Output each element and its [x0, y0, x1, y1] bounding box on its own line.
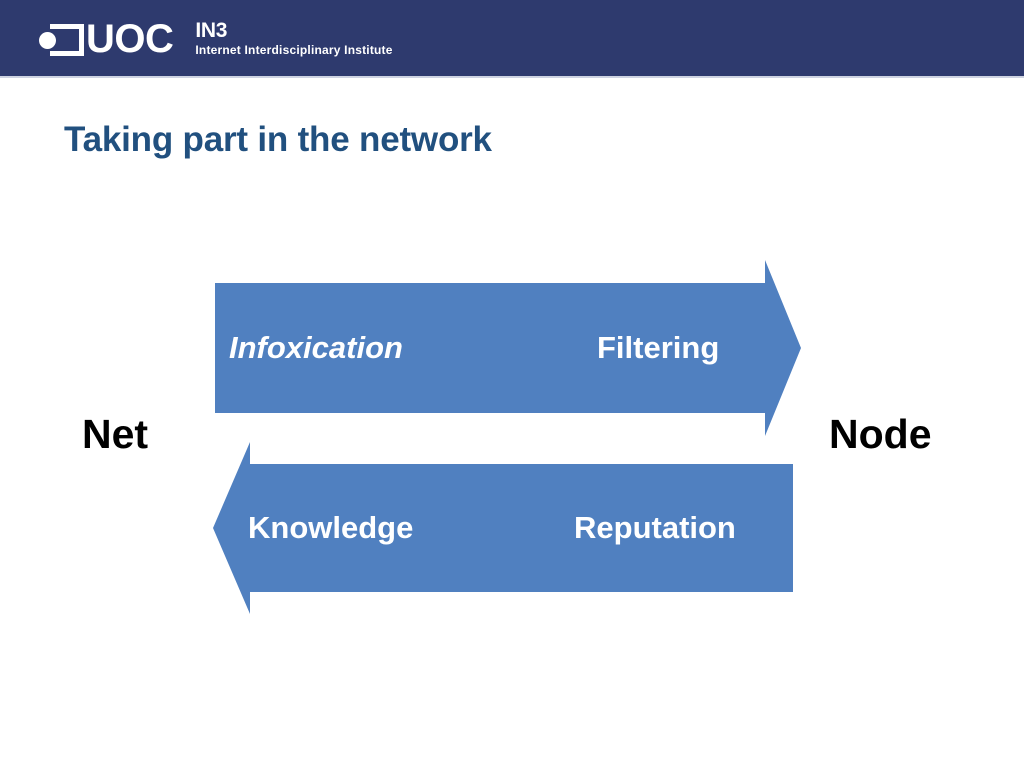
in3-block: IN3 Internet Interdisciplinary Institute — [195, 20, 392, 57]
uoc-logo-mark-icon — [36, 22, 88, 58]
in3-full-name: Internet Interdisciplinary Institute — [195, 43, 393, 57]
in3-abbrev: IN3 — [195, 19, 228, 42]
logo-dot-icon — [39, 32, 56, 49]
brand-header-bar: UOC IN3 Internet Interdisciplinary Insti… — [0, 0, 1024, 78]
arrow-label-filtering: Filtering — [597, 330, 720, 365]
uoc-wordmark: UOC — [86, 17, 174, 61]
node-to-net-arrow-shape — [213, 442, 793, 614]
diagram-label-node: Node — [829, 411, 932, 457]
logo-open-rectangle-icon — [50, 24, 84, 56]
uoc-in3-logo: UOC IN3 Internet Interdisciplinary Insti… — [36, 19, 393, 59]
diagram-label-net: Net — [82, 411, 149, 457]
page-title: Taking part in the network — [64, 120, 492, 159]
net-to-node-arrow-shape — [215, 260, 801, 436]
arrow-label-reputation: Reputation — [574, 510, 736, 545]
arrow-label-knowledge: Knowledge — [248, 510, 414, 545]
arrow-label-infoxication: Infoxication — [229, 330, 403, 365]
